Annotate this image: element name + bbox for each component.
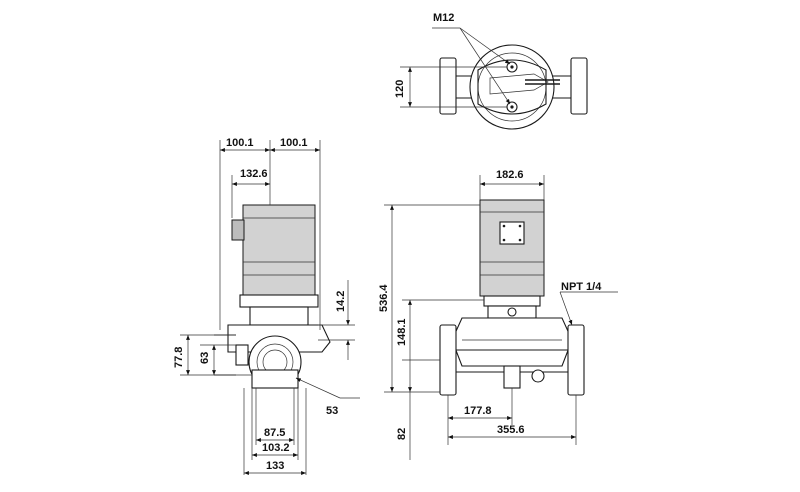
width-right-label: 100.1: [280, 137, 308, 149]
port-height-label: 148.1: [396, 318, 408, 346]
port-to-port-label: 355.6: [497, 424, 525, 436]
side-view: 100.1 100.1 132.6 14.2 77.8 63 53: [173, 137, 360, 475]
bolt-label: M12: [433, 12, 454, 24]
npt-label: NPT 1/4: [561, 281, 602, 293]
half-length-label: 177.8: [464, 405, 492, 417]
side-terminal-box: [231, 219, 245, 241]
motor-offset-label: 132.6: [240, 168, 268, 180]
front-volute: [451, 317, 573, 367]
front-left-flange: [439, 324, 457, 396]
gap-label: 14.2: [335, 291, 347, 312]
motor-width-label: 182.6: [496, 169, 524, 181]
top-right-flange: [570, 57, 588, 115]
outer-height-label: 77.8: [173, 347, 185, 368]
total-height-label: 536.4: [378, 284, 390, 312]
side-base: [251, 369, 299, 389]
top-left-flange: [439, 57, 457, 115]
front-bracket: [483, 295, 541, 307]
top-housing: [469, 44, 555, 130]
top-view: M12 120: [394, 12, 588, 130]
flange-spacing-label: 120: [394, 80, 406, 98]
side-bracket: [239, 294, 319, 308]
foot-height-label: 82: [396, 428, 408, 440]
front-view: NPT 1/4 182.6 536.4 148.1 177.8 355.6 82: [378, 169, 618, 460]
base-outer-label: 133: [266, 460, 284, 472]
front-right-flange: [567, 324, 585, 396]
front-motor: [479, 199, 545, 297]
base-mid-label: 103.2: [262, 442, 290, 454]
base-inner-label: 87.5: [264, 427, 285, 439]
width-left-label: 100.1: [226, 137, 254, 149]
side-motor: [242, 204, 316, 296]
front-terminal-box: [499, 221, 525, 245]
drain-offset-label: 53: [326, 405, 338, 417]
inner-height-label: 63: [199, 352, 211, 364]
